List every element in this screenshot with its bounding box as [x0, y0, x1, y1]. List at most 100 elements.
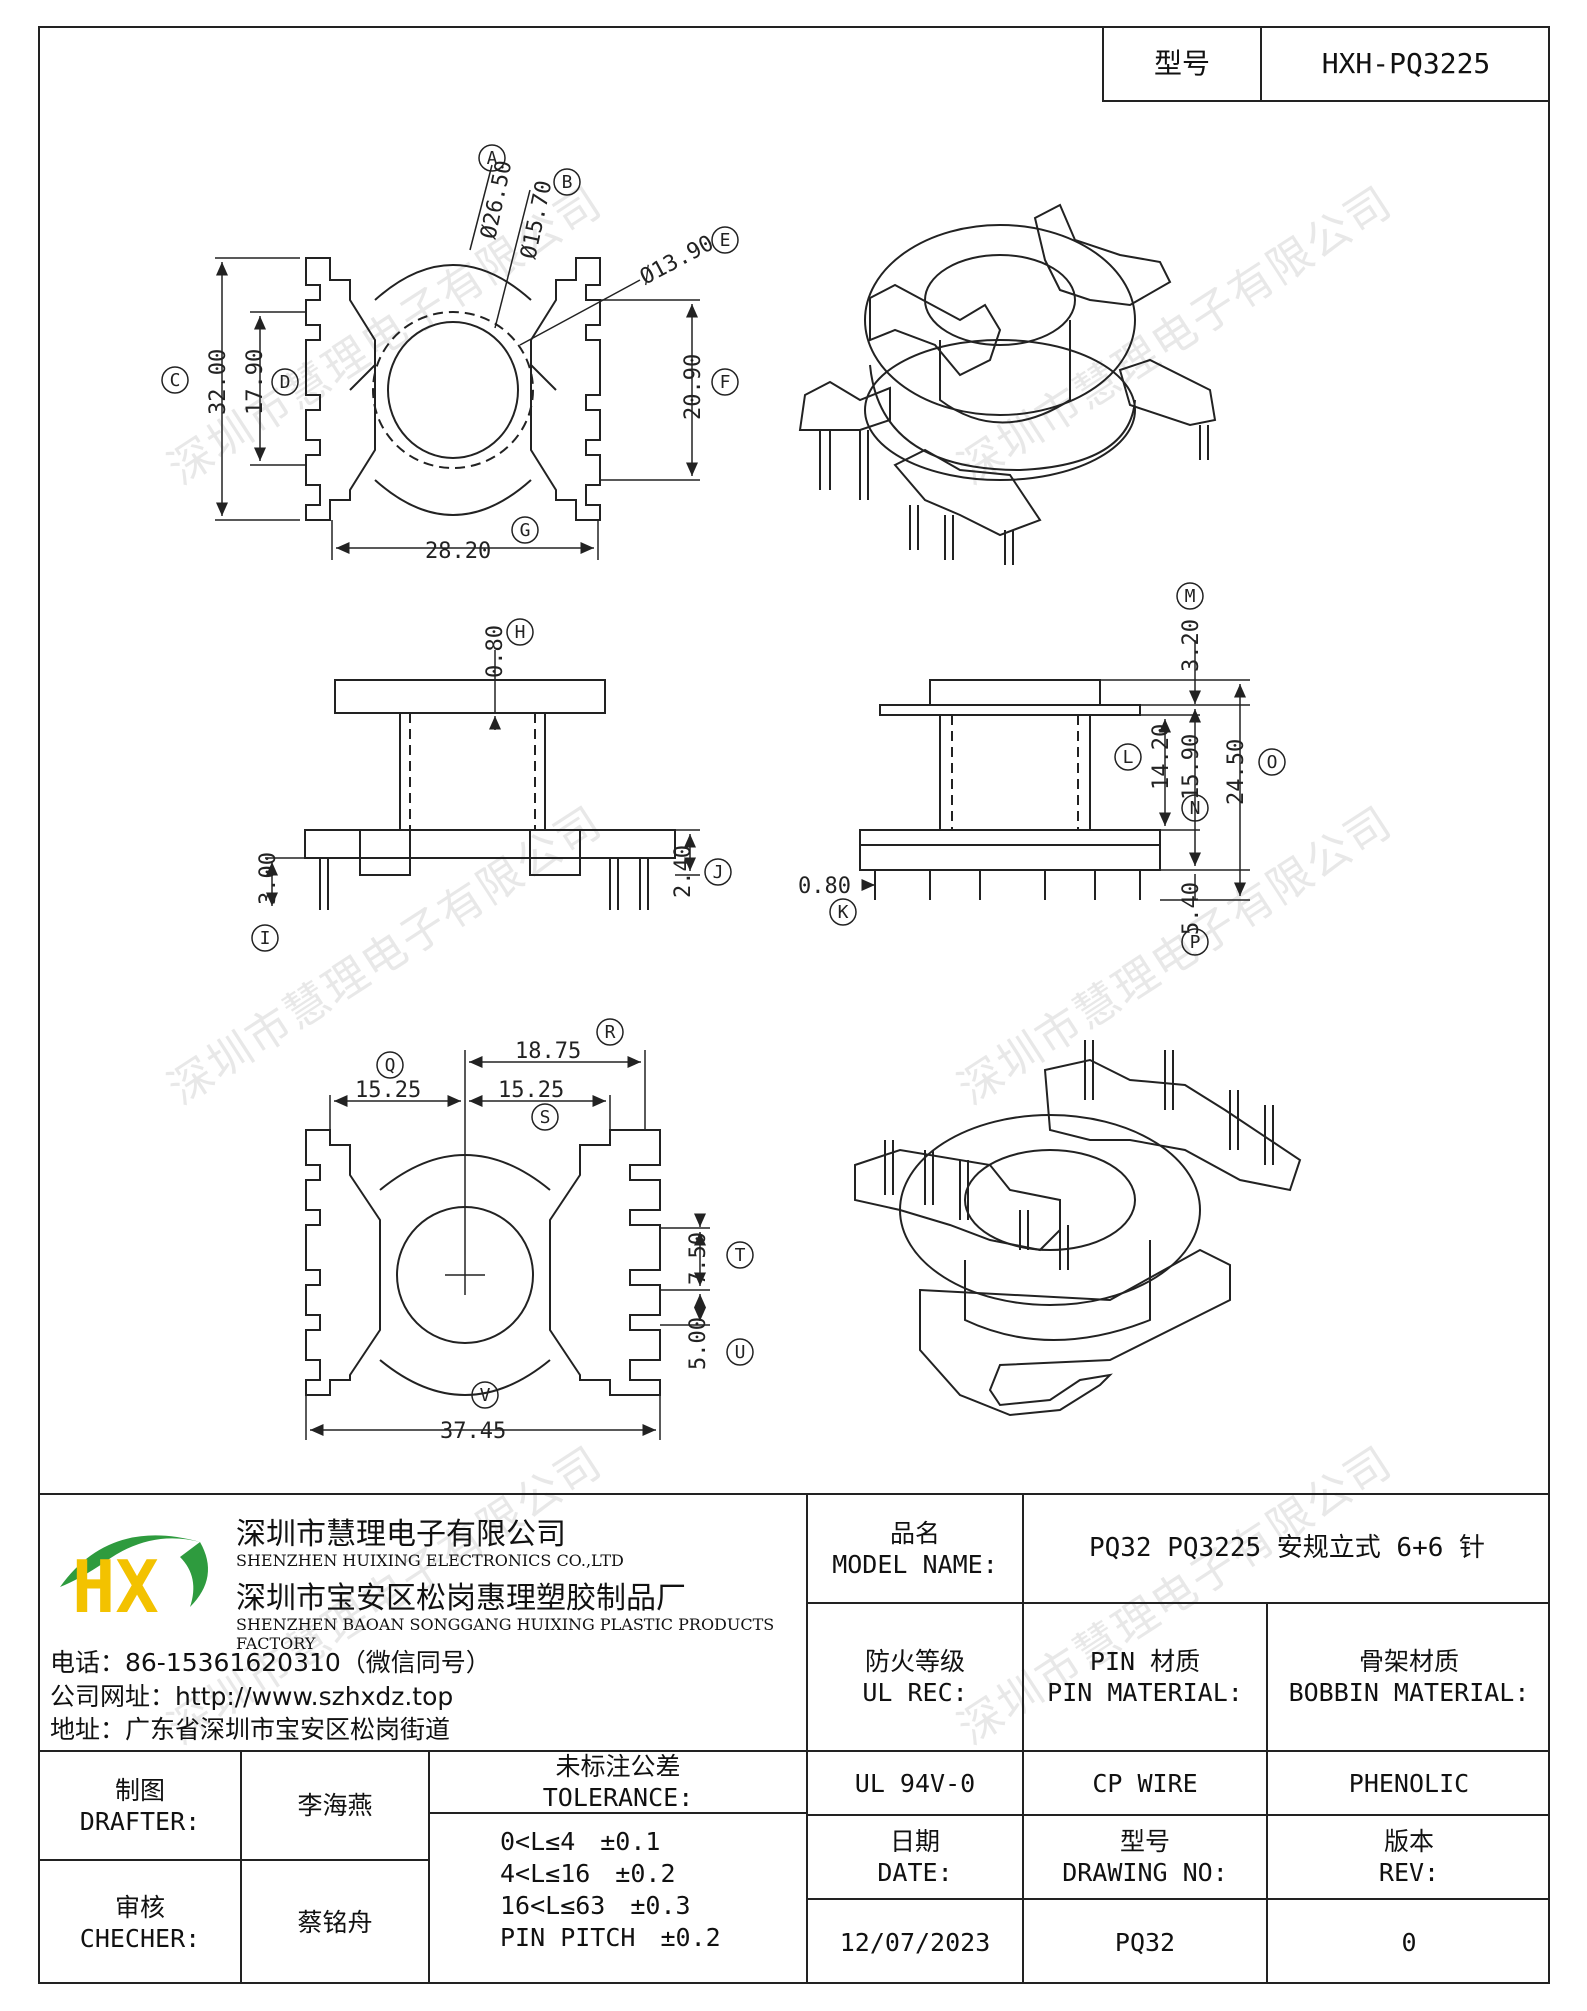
dim-v: 37.45 — [440, 1419, 506, 1444]
ref-j: J — [704, 858, 732, 886]
grid-line — [1022, 1493, 1024, 1984]
tolerance-list: 0<L≤4 ±0.1 4<L≤16 ±0.2 16<L≤63 ±0.3 PIN … — [500, 1826, 800, 1954]
top-view — [215, 164, 700, 560]
drawing-no-value: PQ32 — [1114, 1927, 1176, 1957]
svg-text:Q: Q — [385, 1055, 396, 1076]
company-website[interactable]: 公司网址：http://www.szhxdz.top — [50, 1682, 454, 1711]
svg-text:F: F — [720, 372, 731, 393]
ref-v: V — [471, 1381, 499, 1409]
ul-rec-value: UL 94V-0 — [854, 1768, 976, 1798]
tolerance-row: 16<L≤63 ±0.3 — [500, 1891, 691, 1920]
svg-text:C: C — [170, 370, 181, 391]
dim-o: 24.50 — [1224, 739, 1249, 805]
dim-p: 5.40 — [1179, 882, 1204, 935]
dim-i: 3.00 — [256, 852, 281, 905]
svg-text:U: U — [735, 1342, 746, 1363]
drafter-value: 李海燕 — [297, 1791, 373, 1820]
svg-text:G: G — [520, 520, 531, 541]
dim-s: 15.25 — [498, 1078, 564, 1103]
pin-material-value: CP WIRE — [1092, 1768, 1198, 1798]
ref-c: C — [161, 366, 189, 394]
company-logo: HX — [60, 1535, 208, 1627]
dim-g: 28.20 — [425, 539, 491, 564]
ref-b: B — [553, 168, 581, 196]
svg-text:L: L — [1123, 747, 1134, 768]
title-block-top-line — [38, 1493, 1550, 1495]
ref-r: R — [596, 1018, 624, 1046]
type-label: 型号 — [1104, 26, 1262, 100]
company-name-en: SHENZHEN HUIXING ELECTRONICS CO.,LTD — [236, 1551, 624, 1570]
dim-u: 5.00 — [686, 1317, 711, 1370]
svg-text:A: A — [487, 148, 498, 169]
ref-i: I — [251, 924, 279, 952]
grid-line — [240, 1750, 242, 1984]
svg-text:R: R — [605, 1022, 616, 1043]
ref-s: S — [531, 1103, 559, 1131]
company-block: HX 深圳市慧理电子有限公司 SHENZHEN HUIXING ELECTRON… — [40, 1495, 804, 1748]
title-block-divider — [806, 1493, 808, 1984]
front-view — [265, 650, 700, 910]
factory-name-en: SHENZHEN BAOAN SONGGANG HUIXING PLASTIC … — [236, 1615, 775, 1653]
iso-view-bottom — [854, 1040, 1302, 1417]
company-name-cn: 深圳市慧理电子有限公司 — [236, 1517, 566, 1552]
svg-text:I: I — [260, 928, 271, 949]
ref-p: P — [1181, 928, 1209, 956]
svg-text:K: K — [838, 902, 849, 923]
svg-text:M: M — [1185, 586, 1196, 607]
dim-l: 14.20 — [1149, 724, 1174, 790]
svg-text:H: H — [515, 622, 526, 643]
grid-line — [806, 1814, 1550, 1816]
bottom-view — [305, 1050, 710, 1440]
dim-r: 18.75 — [515, 1039, 581, 1064]
dim-j: 2.40 — [671, 845, 696, 898]
svg-text:E: E — [720, 230, 731, 251]
logo-letters: HX — [72, 1545, 159, 1627]
ref-q: Q — [376, 1051, 404, 1079]
svg-text:B: B — [562, 172, 573, 193]
model-name-value: PQ32 PQ3225 安规立式 6+6 针 — [1088, 1533, 1486, 1563]
company-address: 地址：广东省深圳市宝安区松岗街道 — [50, 1715, 451, 1744]
date-value: 12/07/2023 — [839, 1927, 991, 1957]
grid-line — [428, 1812, 806, 1814]
ref-o: O — [1258, 748, 1286, 776]
ref-n: N — [1181, 794, 1209, 822]
dim-e: Ø13.90 — [636, 231, 718, 290]
iso-view-top — [798, 203, 1217, 565]
dim-t: 7.50 — [686, 1232, 711, 1285]
ref-k: K — [829, 898, 857, 926]
ref-l: L — [1114, 743, 1142, 771]
checker-value: 蔡铭舟 — [297, 1908, 373, 1937]
company-phone: 电话：86-15361620310（微信同号） — [50, 1648, 491, 1677]
ref-u: U — [726, 1338, 754, 1366]
grid-line — [38, 1750, 1550, 1752]
tolerance-row: 4<L≤16 ±0.2 — [500, 1859, 676, 1888]
drawing-frame — [38, 26, 1550, 1984]
side-view — [859, 640, 1250, 901]
rev-value: 0 — [1401, 1927, 1417, 1957]
dim-d: 17.90 — [243, 349, 268, 415]
bobbin-material-value: PHENOLIC — [1348, 1768, 1470, 1798]
svg-text:T: T — [735, 1245, 746, 1266]
ref-f: F — [711, 368, 739, 396]
svg-text:D: D — [280, 372, 291, 393]
factory-name-cn: 深圳市宝安区松岗惠理塑胶制品厂 — [236, 1581, 686, 1616]
tolerance-row: PIN PITCH ±0.2 — [500, 1923, 721, 1952]
dim-q: 15.25 — [355, 1078, 421, 1103]
technical-drawing: Ø26.50 Ø15.70 Ø13.90 32.00 17.90 20.90 2… — [161, 144, 1302, 1444]
ref-m: M — [1176, 582, 1204, 610]
dim-c: 32.00 — [206, 349, 231, 415]
svg-text:V: V — [480, 1385, 491, 1406]
svg-text:P: P — [1190, 932, 1201, 953]
ref-d: D — [271, 368, 299, 396]
svg-text:S: S — [540, 1107, 551, 1128]
grid-line — [806, 1602, 1550, 1604]
